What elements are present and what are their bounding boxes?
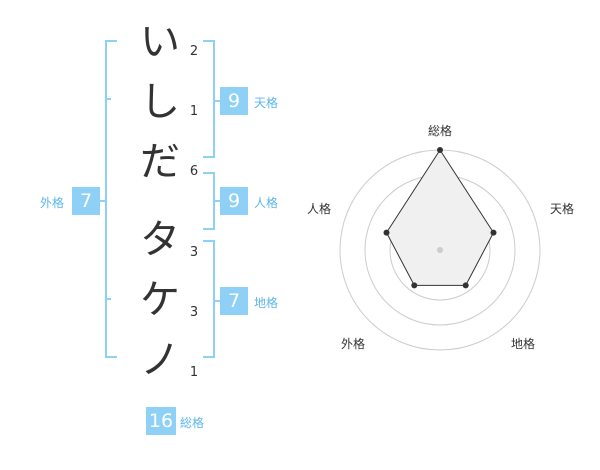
radar-points: [383, 147, 497, 289]
chikaku-label: 地格: [254, 296, 279, 310]
radar-center: [437, 247, 443, 253]
chikaku-value: 7: [220, 287, 248, 315]
soukaku-value: 16: [146, 407, 176, 435]
name-char: ケ: [140, 277, 180, 323]
stroke-count: 1: [189, 104, 199, 119]
tenkaku-label: 天格: [254, 96, 279, 110]
name-char: い: [140, 19, 180, 65]
stroke-count: 3: [189, 245, 199, 260]
radar-point: [411, 282, 418, 289]
gaikaku-label: 外格: [40, 196, 65, 210]
name-char: し: [140, 79, 180, 125]
stroke-count: 6: [189, 164, 199, 179]
radar-point: [490, 229, 497, 236]
stroke-count: 1: [189, 365, 199, 380]
name-char: ノ: [140, 337, 180, 383]
radar-data-polygon: [385, 149, 495, 286]
radar-point: [383, 229, 390, 236]
soukaku-label: 総格: [180, 416, 205, 430]
radar-axis-label: 天格: [550, 202, 575, 216]
radar-axis-label: 地格: [511, 337, 536, 351]
name-char: タ: [140, 217, 180, 263]
jinkaku-label: 人格: [254, 196, 279, 210]
radar-axis-label: 外格: [341, 337, 366, 351]
name-char: だ: [140, 139, 180, 185]
radar-point: [462, 282, 469, 289]
radar-point: [437, 147, 443, 153]
radar-axis-label: 人格: [307, 202, 332, 216]
jinkaku-value: 9: [220, 187, 248, 215]
stroke-count: 2: [189, 44, 199, 59]
gaikaku-value: 7: [72, 187, 100, 215]
radar-axis-label: 総格: [428, 124, 453, 138]
stroke-count: 3: [189, 305, 199, 320]
tenkaku-value: 9: [220, 87, 248, 115]
